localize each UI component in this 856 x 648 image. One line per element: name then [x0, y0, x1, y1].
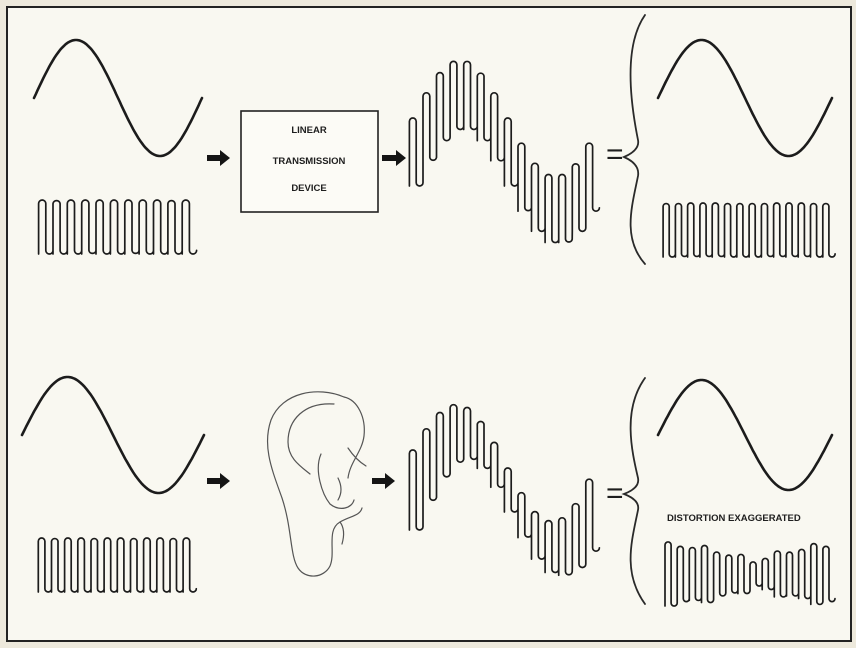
output-low-frequency-sine: [658, 40, 832, 156]
output-high-frequency-wave: [663, 203, 835, 257]
equals-sign: =: [606, 138, 624, 171]
distorted-output-wave: [665, 542, 835, 606]
device-label-line1: LINEAR: [291, 125, 327, 136]
output-low-frequency-sine: [658, 380, 832, 490]
curly-brace-icon: [624, 378, 645, 604]
right-arrow-icon: [372, 473, 395, 489]
input-high-frequency-wave: [39, 200, 197, 254]
combined-output-wave: [409, 61, 599, 242]
input-low-frequency-sine: [22, 377, 204, 493]
input-low-frequency-sine: [34, 40, 202, 156]
equals-sign: =: [606, 477, 624, 510]
device-label-line3: DEVICE: [291, 183, 326, 194]
curly-brace-icon: [624, 15, 645, 264]
device-label-line2: TRANSMISSION: [273, 156, 346, 167]
combined-output-wave: [409, 405, 599, 576]
right-arrow-icon: [382, 150, 406, 166]
right-arrow-icon: [207, 150, 230, 166]
linear-transmission-device-box: LINEAR TRANSMISSION DEVICE: [241, 111, 378, 212]
ear-icon: [267, 392, 366, 576]
input-high-frequency-wave: [38, 538, 196, 592]
distortion-exaggerated-label: DISTORTION EXAGGERATED: [667, 513, 801, 524]
right-arrow-icon: [207, 473, 230, 489]
